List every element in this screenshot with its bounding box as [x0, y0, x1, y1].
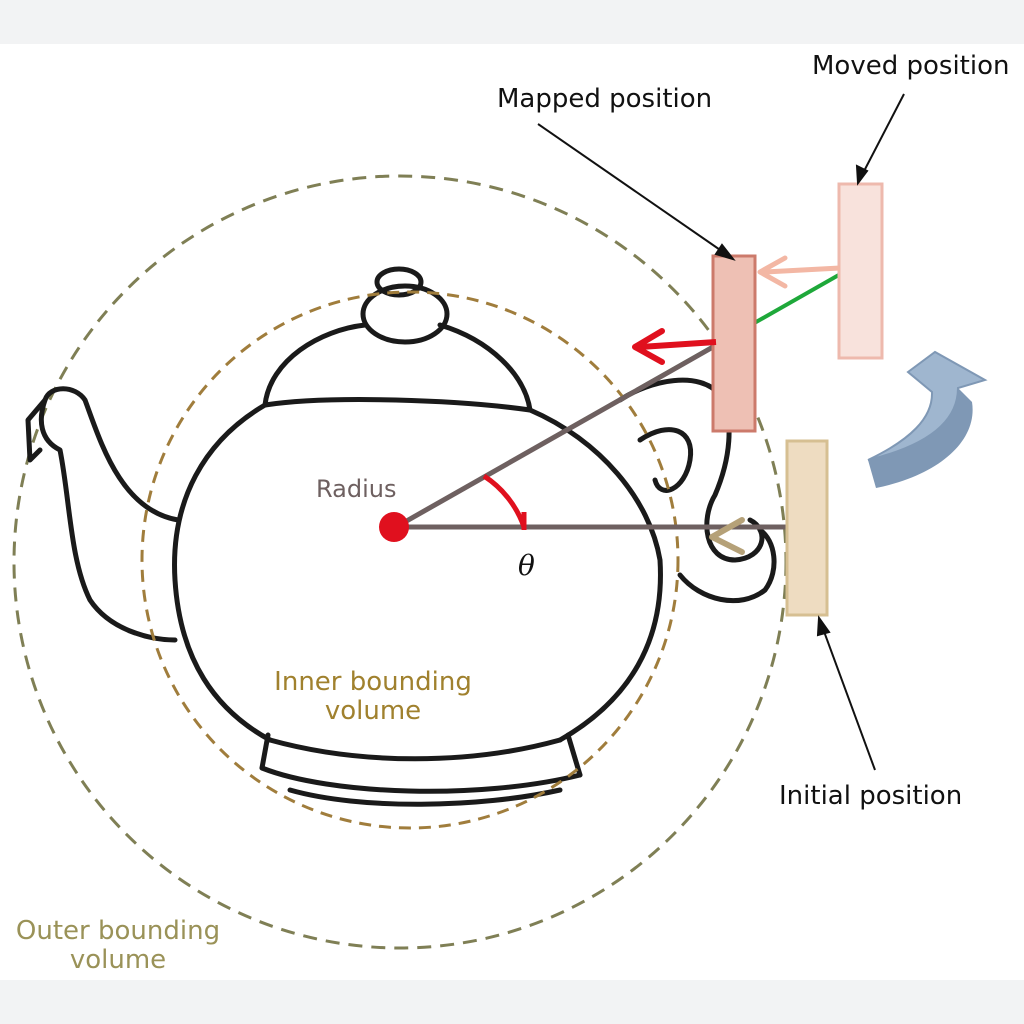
rotation-arrow-tail	[868, 388, 973, 488]
mapped-radius-line	[394, 340, 722, 530]
mapped-position-label: Mapped position	[497, 84, 712, 114]
moved-position-block	[837, 182, 884, 360]
outer-volume-label-line1: Outer bounding	[16, 916, 220, 946]
initial-position-label: Initial position	[779, 781, 962, 811]
inner-volume-label-line2: volume	[325, 696, 421, 726]
red-arrow-head-icon	[632, 328, 665, 365]
inner-bounding-circle	[140, 290, 680, 830]
diagram-panel: Moved position Mapped position Initial p…	[0, 44, 1024, 980]
inner-volume-label-line1: Inner bounding	[274, 667, 472, 697]
initial-position-block	[785, 439, 829, 617]
pink-arrow-head-icon	[757, 255, 788, 289]
moved-position-label: Moved position	[812, 51, 1009, 81]
outer-volume-label-line2: volume	[70, 945, 166, 975]
red-arrow-shaft	[639, 339, 717, 350]
teapot-drawing	[25, 266, 777, 807]
mapped-position-block	[711, 254, 757, 433]
theta-label: θ	[518, 549, 535, 582]
theta-angle-arc	[482, 473, 527, 528]
pink-arrow-shaft	[764, 265, 841, 275]
pointer-lines	[537, 93, 905, 771]
teapot-mapping-diagram: Moved position Mapped position Initial p…	[12, 51, 1009, 975]
tan-chevron-icon	[709, 517, 745, 555]
outer-bounding-circle	[12, 174, 788, 950]
center-dot	[379, 512, 409, 542]
rotation-arrow-icon	[867, 350, 988, 461]
radius-label: Radius	[316, 475, 396, 503]
